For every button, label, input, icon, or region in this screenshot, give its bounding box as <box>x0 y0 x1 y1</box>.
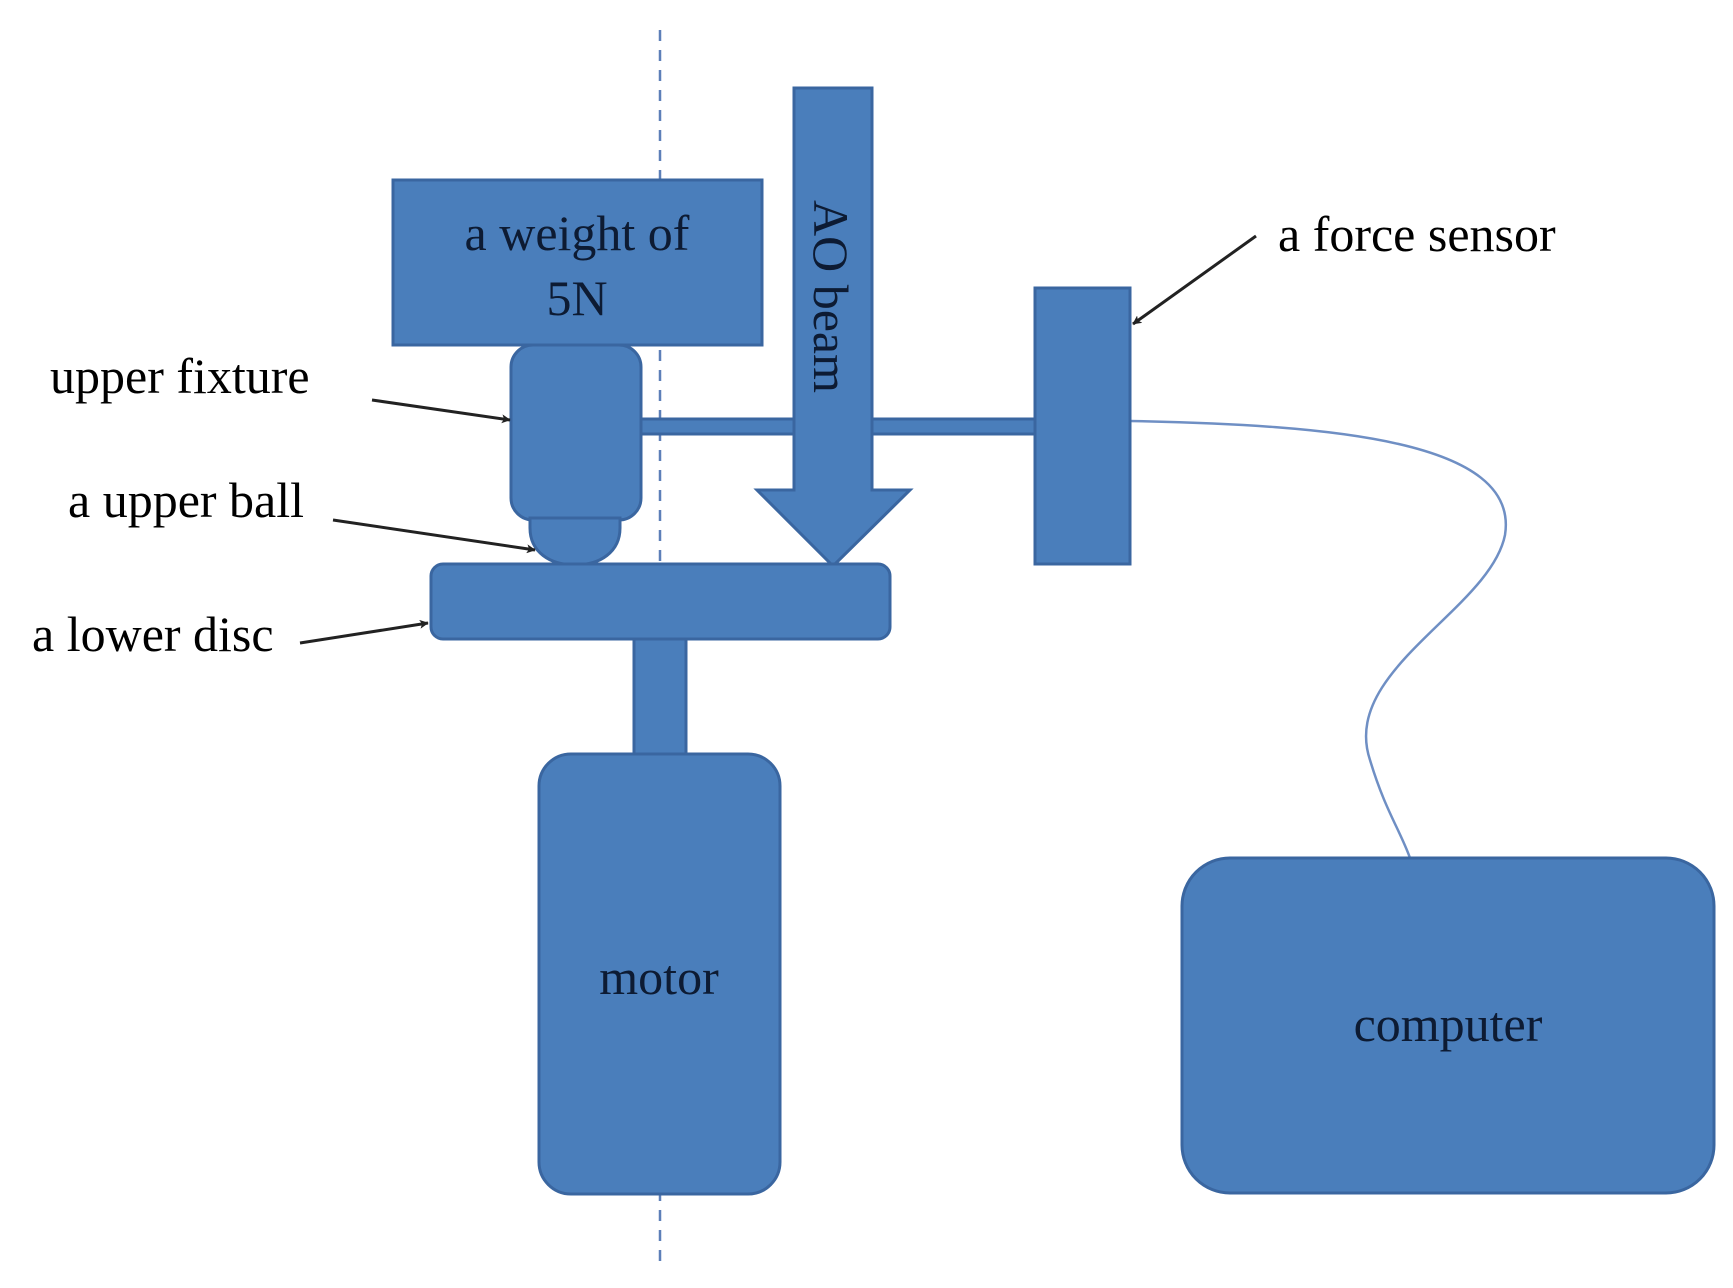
lower-disc-leader-arrow <box>299 619 429 645</box>
weight-label-line1: a weight of <box>465 205 690 261</box>
upper-fixture-leader-arrow <box>371 398 511 424</box>
upper-fixture-label: upper fixture <box>50 348 310 404</box>
lower-disc-label: a lower disc <box>32 606 274 662</box>
upper-ball-leader-arrow <box>332 518 536 554</box>
force-sensor <box>1033 286 1132 566</box>
motor <box>537 752 782 1196</box>
lower-disc <box>429 562 892 641</box>
ao-beam-arrow <box>753 86 914 569</box>
computer-label: computer <box>1354 996 1543 1052</box>
weight-label-line2: 5N <box>546 270 607 326</box>
motor-shaft <box>632 637 688 756</box>
sensor-cable <box>1129 419 1508 859</box>
upper-ball-label: a upper ball <box>68 472 304 528</box>
computer <box>1180 856 1716 1195</box>
motor-label: motor <box>599 949 719 1005</box>
force-sensor-label: a force sensor <box>1278 206 1556 262</box>
ao-beam-label: AO beam <box>803 200 859 393</box>
upper-fixture <box>509 343 643 522</box>
force-sensor-leader-arrow <box>1132 234 1257 326</box>
weight-block <box>391 178 764 347</box>
upper-ball <box>528 516 622 567</box>
